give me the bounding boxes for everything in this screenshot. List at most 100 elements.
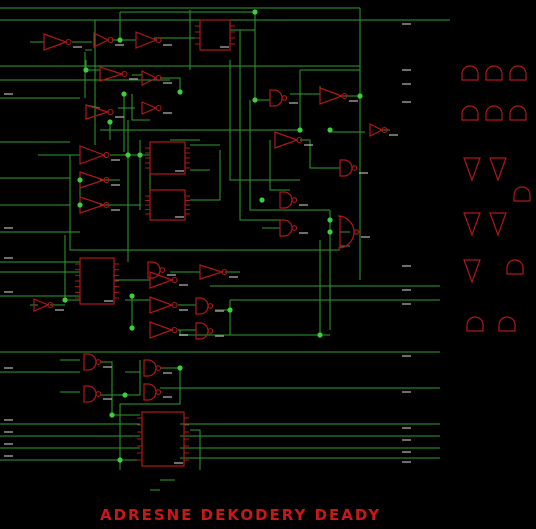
pin-label-mark: [163, 44, 172, 46]
nand-gate: [337, 215, 355, 249]
legend-gate-symbol: [461, 65, 479, 81]
buffer-gate: [199, 264, 224, 280]
nand-gate: [143, 383, 157, 401]
junction-dot: [117, 37, 123, 43]
pin-label-mark: [289, 102, 298, 104]
pin-label-mark: [115, 44, 124, 46]
inversion-bubble: [107, 36, 114, 44]
inversion-bubble: [296, 136, 303, 144]
legend-gate-symbol: [485, 105, 503, 121]
pin-label-mark: [55, 309, 64, 311]
ic-chip: [149, 189, 186, 221]
nand-gate: [279, 219, 293, 237]
pin-label-mark: [402, 83, 411, 85]
inversion-bubble: [351, 165, 358, 171]
junction-dot: [227, 307, 233, 313]
inversion-bubble: [207, 303, 214, 309]
pin-label-mark: [163, 82, 172, 84]
pin-label-mark: [179, 309, 188, 311]
schematic-title: ADRESNE DEKODERY DEADY: [100, 506, 382, 524]
legend-buffer-symbol: [463, 212, 481, 237]
nand-gate: [83, 385, 97, 403]
inversion-bubble: [155, 74, 162, 82]
wire: [131, 94, 150, 121]
pin-label-mark: [359, 172, 368, 174]
junction-dot: [121, 91, 127, 97]
ic-chip: [79, 257, 115, 305]
wire: [120, 11, 256, 100]
legend-nand-symbol: [513, 186, 531, 202]
wire: [249, 100, 330, 211]
nand-gate: [339, 159, 353, 177]
pin-label-mark: [174, 462, 183, 464]
pin-label-mark: [304, 144, 313, 146]
pin-label-mark: [402, 439, 411, 441]
legend-buffer-symbol: [489, 212, 507, 237]
inversion-bubble: [65, 38, 72, 46]
legend-gate-symbol: [461, 105, 479, 121]
junction-dot: [107, 119, 113, 125]
inversion-bubble: [381, 126, 388, 134]
wire: [160, 77, 181, 92]
junction-dot: [62, 297, 68, 303]
nand-gate: [195, 297, 209, 315]
wire: [229, 60, 300, 181]
pin-label-mark: [402, 391, 411, 393]
pin-label-mark: [215, 310, 224, 312]
junction-dot: [77, 202, 83, 208]
nand-gate: [195, 322, 209, 340]
pin-label-mark: [163, 112, 172, 114]
pin-label-mark: [175, 170, 184, 172]
inversion-bubble: [171, 326, 178, 334]
junction-dot: [317, 332, 323, 338]
inversion-bubble: [95, 391, 102, 397]
junction-dot: [129, 293, 135, 299]
pin-label-mark: [402, 23, 411, 25]
junction-dot: [125, 152, 131, 158]
pin-label-mark: [299, 232, 308, 234]
pin-label-mark: [229, 276, 238, 278]
junction-dot: [297, 127, 303, 133]
inversion-bubble: [353, 229, 360, 235]
pin-label-mark: [167, 274, 176, 276]
component-layer: [33, 19, 531, 467]
pin-label-mark: [215, 335, 224, 337]
buffer-gate: [274, 131, 299, 149]
pin-label-mark: [111, 184, 120, 186]
legend-buffer-symbol: [463, 157, 481, 182]
inversion-bubble: [155, 104, 162, 112]
pin-label-mark: [111, 159, 120, 161]
pin-label-mark: [103, 398, 112, 400]
buffer-gate: [141, 70, 158, 86]
buffer-gate: [79, 145, 106, 165]
pin-label-mark: [115, 116, 124, 118]
wire: [239, 30, 280, 221]
pin-label-mark: [129, 78, 138, 80]
junction-dot: [252, 97, 258, 103]
junction-dot: [327, 217, 333, 223]
inversion-bubble: [281, 95, 288, 101]
inversion-bubble: [47, 301, 54, 309]
buffer-gate: [149, 271, 174, 289]
legend-nand-symbol: [498, 316, 516, 332]
junction-dot: [327, 229, 333, 235]
pin-label-mark: [402, 303, 411, 305]
legend-gate-symbol: [509, 65, 527, 81]
inversion-bubble: [95, 359, 102, 365]
junction-dot: [83, 67, 89, 73]
pin-label-mark: [4, 93, 13, 95]
pin-label-mark: [175, 216, 184, 218]
pin-label-mark: [220, 46, 229, 48]
wire: [100, 361, 113, 415]
inversion-bubble: [155, 389, 162, 395]
inversion-bubble: [207, 328, 214, 334]
pin-label-mark: [299, 204, 308, 206]
buffer-gate: [135, 31, 158, 49]
inversion-bubble: [107, 108, 114, 116]
wire: [269, 140, 290, 191]
inversion-bubble: [291, 225, 298, 231]
wire: [215, 300, 231, 311]
buffer-gate: [93, 32, 110, 48]
buffer-gate: [141, 101, 158, 115]
inversion-bubble: [159, 267, 166, 273]
